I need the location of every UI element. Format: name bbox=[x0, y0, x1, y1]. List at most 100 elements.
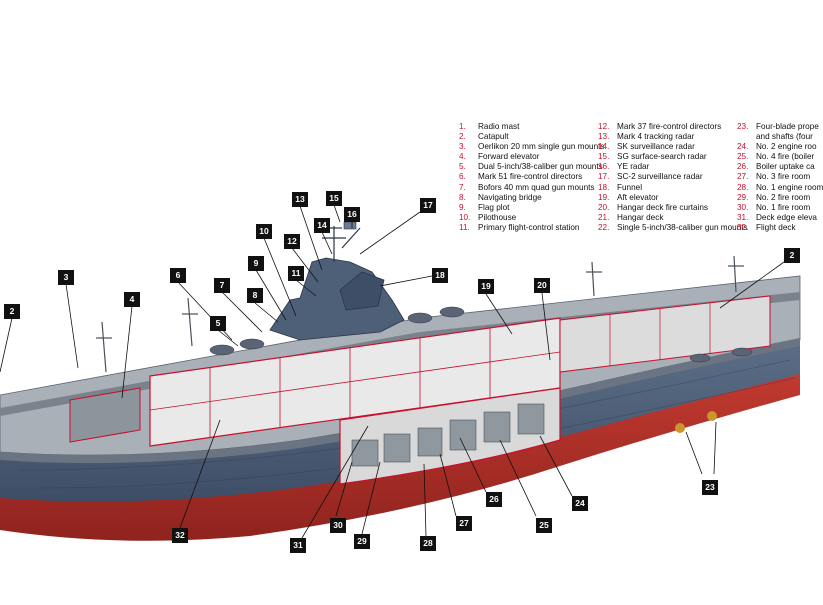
legend-item-number: 4. bbox=[459, 152, 466, 162]
callout-32: 32 bbox=[172, 528, 188, 543]
legend-item-label: No. 1 fire room bbox=[756, 202, 811, 212]
callout-26: 26 bbox=[486, 492, 502, 507]
legend-item-label: No. 1 engine room bbox=[756, 182, 823, 192]
legend-item-label: No. 2 fire room bbox=[756, 192, 811, 202]
callout-3: 3 bbox=[58, 270, 74, 285]
callout-6: 6 bbox=[170, 268, 186, 283]
legend-item-number: 6. bbox=[459, 172, 466, 182]
legend-item: 16.YE radar bbox=[598, 162, 748, 172]
callout-8: 8 bbox=[247, 288, 263, 303]
legend-item: 19. Aft elevator bbox=[598, 193, 748, 203]
legend-item-label: Bofors 40 mm quad gun mounts bbox=[478, 182, 595, 192]
legend-item-number: 32. bbox=[737, 222, 749, 232]
gun-mounts bbox=[209, 306, 753, 363]
legend-item-number: 31. bbox=[737, 212, 749, 222]
legend-item: 23.Four-blade prope bbox=[737, 122, 823, 132]
callout-7: 7 bbox=[214, 278, 230, 293]
callout-23: 23 bbox=[702, 480, 718, 495]
legend-item: 22.Single 5-inch/38-caliber gun mounts bbox=[598, 223, 748, 233]
callout-19: 19 bbox=[478, 279, 494, 294]
aft-hangar-cutaway bbox=[559, 295, 771, 373]
legend-item-number: 5. bbox=[459, 162, 466, 172]
propellers bbox=[675, 411, 717, 433]
callout-15: 15 bbox=[326, 191, 342, 206]
legend-item: 8.Navigating bridge bbox=[459, 193, 605, 203]
legend-item: 21. Hangar deck bbox=[598, 213, 748, 223]
callout-31: 31 bbox=[290, 538, 306, 553]
legend-item-number: 19. bbox=[598, 192, 610, 202]
legend-item-number: 13. bbox=[598, 132, 610, 142]
legend-item-number: 22. bbox=[598, 222, 610, 232]
legend-item-number bbox=[737, 132, 756, 142]
legend-item: 2.Catapult bbox=[459, 132, 605, 142]
callout-25: 25 bbox=[536, 518, 552, 533]
legend-item-number: 1. bbox=[459, 122, 466, 131]
legend-item-number: 12. bbox=[598, 122, 610, 131]
legend-item: and shafts (four bbox=[737, 132, 823, 142]
legend-item-number: 17. bbox=[598, 172, 610, 182]
legend-item: 5.Dual 5-inch/38-caliber gun mounts bbox=[459, 162, 605, 172]
legend-item-label: No. 3 fire room bbox=[756, 172, 811, 182]
callout-20: 20 bbox=[534, 278, 550, 293]
legend-item-label: Forward elevator bbox=[478, 152, 540, 162]
legend-item: 32.Flight deck bbox=[737, 223, 823, 233]
legend-item: 20.Hangar deck fire curtains bbox=[598, 203, 748, 213]
legend-item-number: 30. bbox=[737, 202, 749, 212]
legend-item: 27.No. 3 fire room bbox=[737, 172, 823, 182]
callout-9: 9 bbox=[248, 256, 264, 271]
legend-item-label: SC-2 surveillance radar bbox=[617, 172, 703, 182]
legend-item-number: 9. bbox=[459, 202, 466, 212]
legend-item-number: 7. bbox=[459, 182, 466, 192]
legend-item: 6.Mark 51 fire-control directors bbox=[459, 172, 605, 182]
forward-elevator-well bbox=[69, 387, 141, 443]
callout-29: 29 bbox=[354, 534, 370, 549]
legend-item-number: 18. bbox=[598, 182, 610, 192]
hangar-structure bbox=[149, 328, 561, 438]
legend-item: 24.No. 2 engine roo bbox=[737, 142, 823, 152]
legend-item-label: No. 2 engine roo bbox=[756, 142, 817, 152]
legend-item-label: and shafts (four bbox=[756, 132, 813, 142]
legend-item-number: 29. bbox=[737, 192, 749, 202]
aft-hangar-structure bbox=[609, 303, 711, 366]
hull-side bbox=[0, 338, 800, 502]
callout-2-aft: 2 bbox=[784, 248, 800, 263]
legend-item-label: Four-blade prope bbox=[756, 122, 819, 131]
callout-11: 11 bbox=[288, 266, 304, 281]
legend-item: 18.Funnel bbox=[598, 183, 748, 193]
legend-item: 11.Primary flight-control station bbox=[459, 223, 605, 233]
leader-lines bbox=[0, 204, 785, 539]
legend-item: 15.SG surface-search radar bbox=[598, 152, 748, 162]
callout-4: 4 bbox=[124, 292, 140, 307]
legend-item: 14.SK surveillance radar bbox=[598, 142, 748, 152]
legend-item: 4. Forward elevator bbox=[459, 152, 605, 162]
legend-item: 7. Bofors 40 mm quad gun mounts bbox=[459, 183, 605, 193]
callout-27: 27 bbox=[456, 516, 472, 531]
legend-item-number: 10. bbox=[459, 212, 471, 222]
legend-item-number: 14. bbox=[598, 142, 610, 152]
legend-item-number: 3. bbox=[459, 142, 466, 152]
callout-24: 24 bbox=[572, 496, 588, 511]
legend-item-label: Hangar deck bbox=[617, 212, 664, 222]
legend-item-label: Radio mast bbox=[478, 122, 520, 131]
legend-item: 31. Deck edge eleva bbox=[737, 213, 823, 223]
legend-item-number: 21. bbox=[598, 212, 610, 222]
legend-item-number: 11. bbox=[459, 222, 470, 232]
legend-item-label: Boiler uptake ca bbox=[756, 162, 815, 172]
callout-12: 12 bbox=[284, 234, 300, 249]
legend-item-label: Flag plot bbox=[478, 202, 510, 212]
machinery bbox=[351, 403, 545, 467]
callout-10: 10 bbox=[256, 224, 272, 239]
legend-item-label: No. 4 fire (boiler bbox=[756, 152, 815, 162]
legend-item-label: Deck edge eleva bbox=[756, 212, 817, 222]
legend-item: 29. No. 2 fire room bbox=[737, 193, 823, 203]
legend-item: 28.No. 1 engine room bbox=[737, 183, 823, 193]
legend-item: 13.Mark 4 tracking radar bbox=[598, 132, 748, 142]
callout-28: 28 bbox=[420, 536, 436, 551]
legend-item-label: Aft elevator bbox=[617, 192, 659, 202]
hull-bottom bbox=[0, 372, 800, 541]
legend-item-number: 2. bbox=[459, 132, 466, 142]
callout-2: 2 bbox=[4, 304, 20, 319]
callout-14: 14 bbox=[314, 218, 330, 233]
